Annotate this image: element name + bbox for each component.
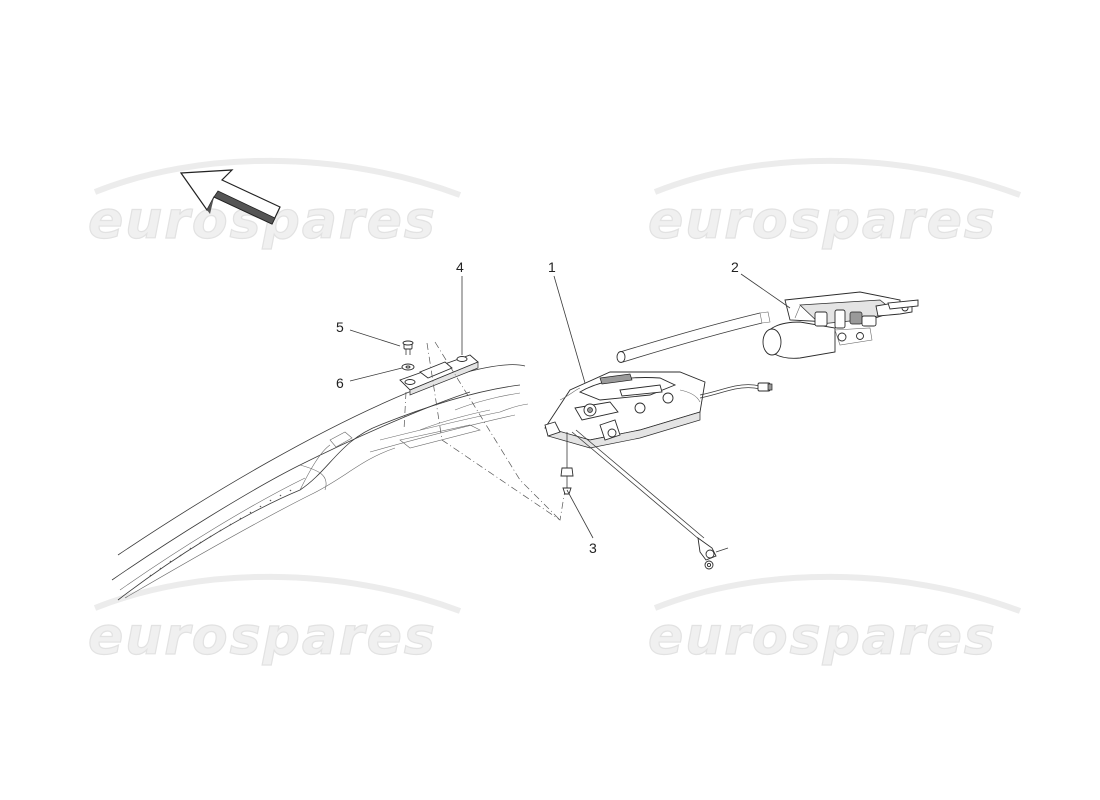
watermark-text: eurospares: [648, 191, 997, 251]
part-3-release-cable: [560, 429, 729, 570]
assembly-lines: [403, 341, 566, 521]
part-2-actuator-assembly: [616, 291, 919, 363]
callout-leaders: [349, 273, 791, 539]
watermark-text: eurospares: [88, 607, 437, 667]
callout-label-2: 2: [731, 259, 739, 275]
roof-frame-panel: [111, 364, 529, 601]
callout-label-6: 6: [336, 375, 344, 391]
watermark-top-right: eurospares: [647, 157, 1022, 252]
part-1-wiring-connector: [699, 382, 773, 399]
watermark-bottom-right: eurospares: [647, 573, 1022, 668]
callout-label-1: 1: [548, 259, 556, 275]
callout-label-4: 4: [456, 259, 464, 275]
callout-label-3: 3: [589, 540, 597, 556]
part-5-bolt: [402, 340, 414, 355]
front-direction-arrow-icon: [179, 169, 281, 225]
watermark-text: eurospares: [648, 607, 997, 667]
watermark-bottom-left: eurospares: [87, 573, 462, 668]
part-1-latch-mechanism: [544, 371, 706, 449]
part-4-striker-bracket: [399, 354, 479, 396]
callout-label-5: 5: [336, 319, 344, 335]
part-6-washer: [401, 363, 415, 371]
